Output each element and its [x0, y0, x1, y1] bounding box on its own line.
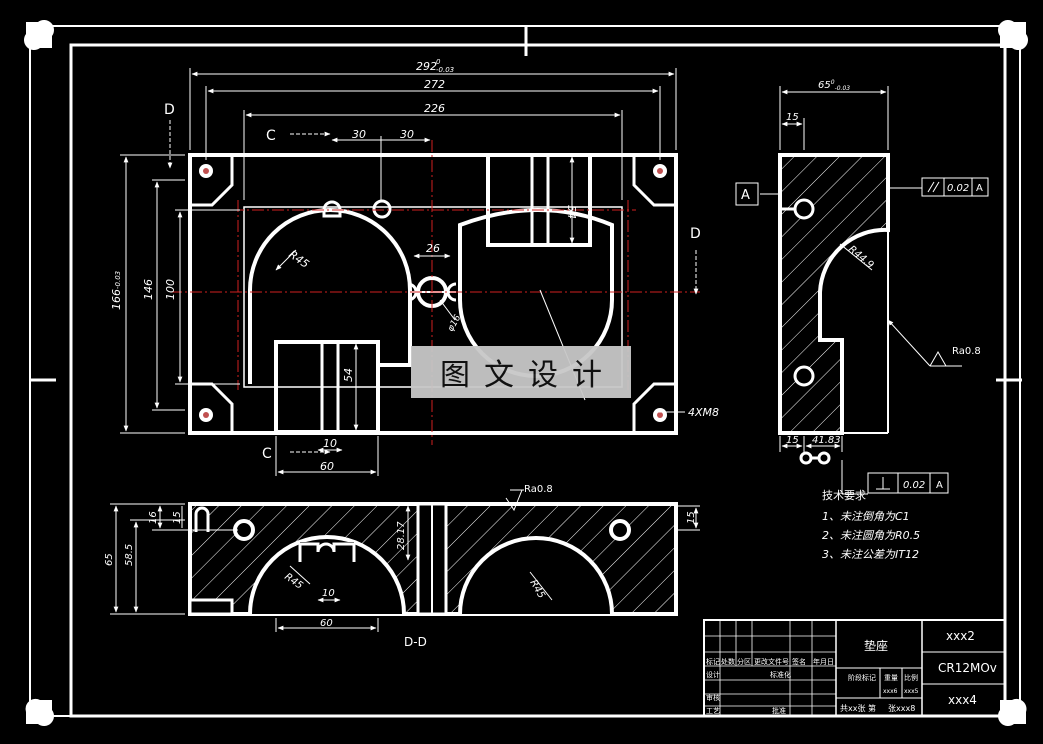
tb-header-date: 年月日: [813, 657, 834, 666]
dim-292: 292: [416, 60, 437, 73]
side-view-section: [778, 153, 890, 435]
top-dimensions: [120, 68, 685, 476]
dim-4183: 41.83: [812, 435, 841, 446]
watermark-badge: 图文设计: [411, 346, 631, 398]
tb-header-mark: 标记: [706, 657, 720, 666]
dim-146: 146: [142, 279, 155, 300]
roughness-section: Ra0.8: [524, 484, 553, 495]
top-view: 292 0 -0.03 272 226 30 30 166-0.03 146 1…: [110, 58, 719, 476]
radius-r45: R45: [286, 248, 311, 271]
dim-65: 650-0.03: [818, 79, 850, 92]
section-hatch: [190, 504, 676, 614]
tb-part-name: 垫座: [864, 638, 888, 653]
dim-272: 272: [424, 78, 445, 91]
dim-15-bottom: 15: [786, 435, 799, 446]
dim-15-top: 15: [786, 112, 799, 123]
tb-design: 设计: [706, 670, 720, 679]
tb-scale-val: xxx5: [904, 688, 919, 695]
dim-100: 100: [164, 279, 177, 300]
side-view: A 0.02 A 0.02 A 650-0.03 15 R44.9 Ra0.8 …: [735, 79, 989, 495]
perp-tol: 0.02: [903, 480, 925, 491]
dim-60-section: 60: [320, 618, 333, 629]
tb-stage-mark: 阶段标记: [848, 673, 876, 682]
tb-weight-val: xxx6: [883, 688, 898, 695]
tech-req-item-1: 1、未注倒角为C1: [822, 510, 910, 523]
tb-weight: 重量: [884, 674, 898, 682]
tech-req-item-2: 2、未注圆角为R0.5: [822, 529, 920, 542]
tb-standardize: 标准化: [770, 670, 791, 679]
dim-65-section: 65: [104, 553, 115, 566]
tb-drawing-no: xxx2: [946, 629, 975, 643]
radius-r449: R44.9: [846, 244, 875, 271]
tb-review: 审核: [706, 693, 720, 702]
dim-54-top: 54: [565, 205, 578, 219]
dim-16: 16: [148, 511, 159, 524]
dim-166: 166-0.03: [110, 271, 123, 310]
left-slot: [274, 340, 380, 434]
svg-text:0: 0: [436, 58, 441, 66]
dim-2817: 28.17: [396, 521, 407, 550]
section-dimensions: [110, 489, 700, 632]
tb-header-zone: 分区: [737, 657, 751, 666]
tb-approve: 批准: [772, 706, 786, 715]
section-d-d: Ra0.8 65 58.5 16 15 28.17 R45 10 60 R45 …: [104, 484, 700, 649]
section-label: D-D: [404, 635, 427, 649]
tb-header-sign: 签名: [792, 657, 806, 666]
section-arrows: [167, 120, 699, 455]
tb-process: 工艺: [706, 707, 720, 715]
svg-text:-0.03: -0.03: [436, 66, 454, 74]
watermark-text: 图文设计: [440, 358, 616, 393]
tech-req-title: 技术要求: [822, 489, 866, 502]
section-label-c-bottom: C: [262, 446, 272, 462]
title-block-text: 标记 处数 分区 更改文件号 签名 年月日 设计 标准化 审核 工艺 批准 垫座…: [706, 629, 997, 715]
dim-15-left: 15: [172, 511, 183, 524]
technical-requirements: 技术要求 1、未注倒角为C1 2、未注圆角为R0.5 3、未注公差为IT12: [822, 489, 920, 561]
tb-header-change: 更改文件号: [754, 657, 789, 666]
datum-a-box: [735, 182, 759, 206]
corner-holes: [199, 164, 667, 422]
tb-material: CR12MOv: [938, 661, 997, 675]
side-dimensions: [760, 86, 962, 495]
section-label-d-right: D: [690, 226, 701, 242]
perp-fcf: [867, 472, 949, 494]
title-block: [703, 619, 1006, 717]
tb-sheet-info: 共xx张 第: [840, 703, 876, 713]
dim-54-bottom: 54: [342, 368, 355, 382]
tech-req-item-3: 3、未注公差为IT12: [822, 548, 919, 561]
section-label-d-top: D: [164, 102, 175, 118]
tb-sheet-val: 张xxx8: [888, 704, 915, 713]
roughness-side: Ra0.8: [952, 346, 981, 357]
dim-26: 26: [426, 242, 440, 255]
section-label-c-top: C: [266, 128, 276, 144]
perp-datum: A: [936, 480, 943, 491]
tb-header-count: 处数: [721, 657, 735, 666]
dim-30-a: 30: [352, 128, 366, 141]
datum-a-label: A: [741, 188, 750, 203]
dim-60: 60: [320, 460, 334, 473]
dim-10: 10: [323, 437, 337, 450]
parallel-tol: 0.02: [947, 183, 969, 194]
parallel-fcf: [921, 177, 989, 197]
dim-10-section: 10: [322, 588, 335, 599]
dim-226: 226: [424, 102, 445, 115]
thread-note: 4XM8: [688, 406, 719, 419]
dim-585: 58.5: [124, 544, 135, 566]
dim-30-b: 30: [400, 128, 414, 141]
center-lines: [170, 140, 700, 445]
parallel-datum: A: [976, 183, 983, 194]
left-arch-pocket: [248, 208, 412, 384]
tb-company: xxx4: [948, 693, 977, 707]
tb-scale: 比例: [904, 673, 918, 682]
right-slot: [486, 153, 592, 247]
dim-15-right: 15: [686, 511, 697, 524]
top-view-outline: [188, 153, 678, 435]
